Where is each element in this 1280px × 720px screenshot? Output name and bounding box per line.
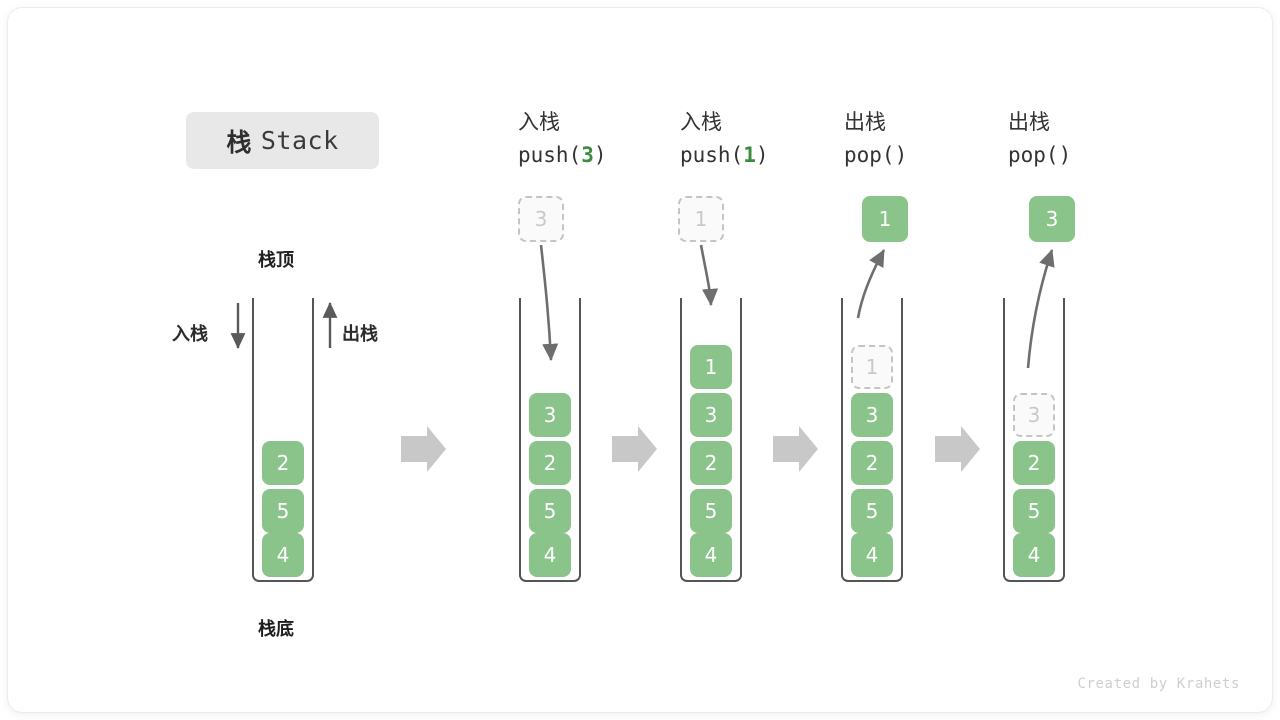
code-post: )	[593, 143, 607, 168]
header-code: pop()	[844, 141, 907, 169]
header-push-1: 入栈 push(1)	[680, 108, 769, 170]
stack-cell: 2	[1013, 441, 1055, 485]
stack-cell: 5	[690, 489, 732, 533]
stack-cell: 2	[529, 441, 571, 485]
code-pre: pop(	[844, 143, 895, 168]
floating-ghost-1: 1	[678, 196, 724, 242]
stack-cells-push1: 4 5 2 3 1	[685, 341, 737, 577]
stack-cell: 2	[262, 441, 304, 485]
code-post: )	[894, 143, 908, 168]
stack-cell: 2	[690, 441, 732, 485]
stack-cells-initial: 4 5 2	[257, 437, 309, 577]
label-push-side: 入栈	[172, 324, 208, 345]
title-badge: 栈 Stack	[186, 112, 379, 169]
code-post: )	[1058, 143, 1072, 168]
stack-cell: 4	[1013, 533, 1055, 577]
stack-walls	[680, 298, 742, 582]
header-cn: 入栈	[680, 110, 722, 134]
header-cn: 出栈	[844, 110, 886, 134]
stack-after-push-1: 4 5 2 3 1	[680, 298, 742, 582]
stack-cell: 2	[851, 441, 893, 485]
header-pop-3: 出栈 pop()	[1008, 108, 1071, 170]
stack-cell: 5	[262, 489, 304, 533]
label-stack-bottom: 栈底	[258, 619, 294, 640]
stack-cells-pop3: 4 5 2 3	[1008, 389, 1060, 577]
code-arg: 3	[581, 143, 594, 168]
stack-cell: 4	[529, 533, 571, 577]
code-pre: pop(	[1008, 143, 1059, 168]
stack-cell: 5	[1013, 489, 1055, 533]
popped-value-1: 1	[862, 196, 908, 242]
stack-cell: 4	[851, 533, 893, 577]
stack-after-push-3: 4 5 2 3	[519, 298, 581, 582]
stack-cells-push3: 4 5 2 3	[524, 389, 576, 577]
code-pre: push(	[680, 143, 744, 168]
stack-after-pop-3: 4 5 2 3	[1003, 298, 1065, 582]
stack-cell: 5	[529, 489, 571, 533]
header-cn: 出栈	[1008, 110, 1050, 134]
stack-cell: 3	[851, 393, 893, 437]
header-code: push(3)	[518, 141, 607, 169]
stack-cell-removed: 1	[851, 345, 893, 389]
stack-cell: 3	[690, 393, 732, 437]
header-code: pop()	[1008, 141, 1071, 169]
stack-cell: 4	[690, 533, 732, 577]
code-pre: push(	[518, 143, 582, 168]
stack-walls	[252, 298, 314, 582]
code-post: )	[755, 143, 769, 168]
stack-walls	[519, 298, 581, 582]
watermark: Created by Krahets	[1077, 676, 1240, 692]
stack-cell: 5	[851, 489, 893, 533]
popped-value-3: 3	[1029, 196, 1075, 242]
stack-initial: 4 5 2	[252, 298, 314, 582]
header-cn: 入栈	[518, 110, 560, 134]
code-arg: 1	[743, 143, 756, 168]
stack-walls	[1003, 298, 1065, 582]
title-cn: 栈	[226, 127, 252, 157]
stack-cell: 4	[262, 533, 304, 577]
label-pop-side: 出栈	[342, 324, 378, 345]
stack-after-pop-1: 4 5 2 3 1	[841, 298, 903, 582]
stack-cell: 3	[529, 393, 571, 437]
stack-cell: 1	[690, 345, 732, 389]
title-en: Stack	[260, 126, 339, 155]
header-push-3: 入栈 push(3)	[518, 108, 607, 170]
stack-cell-removed: 3	[1013, 393, 1055, 437]
label-stack-top: 栈顶	[258, 250, 294, 271]
stack-walls	[841, 298, 903, 582]
stack-cells-pop1: 4 5 2 3 1	[846, 341, 898, 577]
header-pop-1: 出栈 pop()	[844, 108, 907, 170]
header-code: push(1)	[680, 141, 769, 169]
floating-ghost-3: 3	[518, 196, 564, 242]
